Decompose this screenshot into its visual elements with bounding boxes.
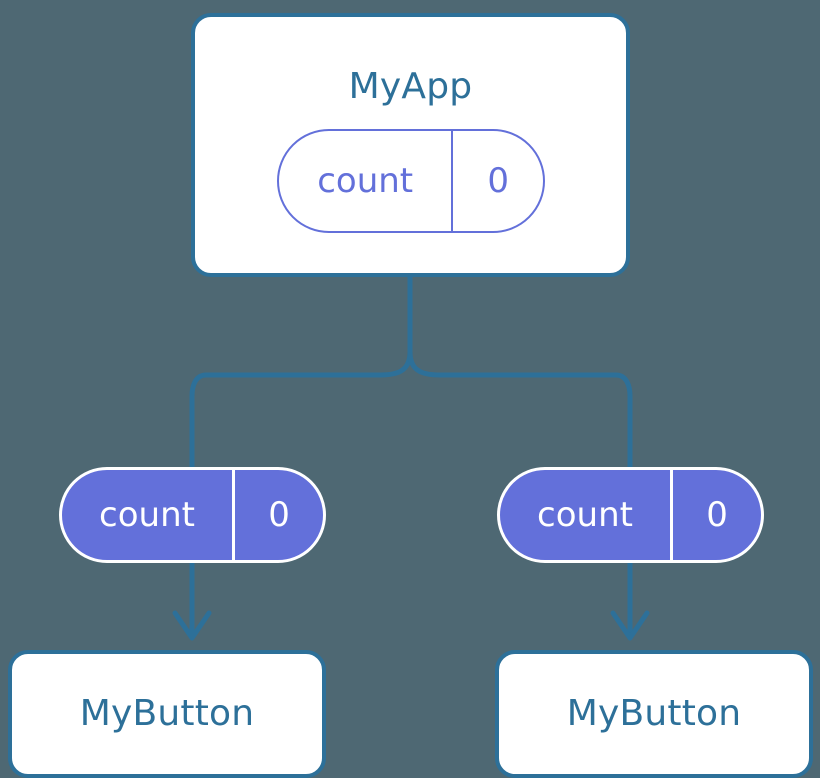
state-pill-key: count <box>62 470 236 560</box>
state-pill-key: count <box>500 470 674 560</box>
state-pill-value: 0 <box>268 495 290 535</box>
state-pill-child-left[interactable]: count 0 <box>59 467 326 563</box>
state-pill-myapp[interactable]: count 0 <box>277 129 545 233</box>
connector-arrow-left-head <box>172 610 212 641</box>
connector-branch-left <box>189 351 413 467</box>
component-box-mybutton-left[interactable]: MyButton <box>8 650 326 778</box>
component-title-myapp: MyApp <box>348 66 473 107</box>
component-title-mybutton: MyButton <box>566 693 742 734</box>
component-title-mybutton: MyButton <box>79 693 255 734</box>
connector-arrow-right-head <box>610 610 650 641</box>
state-pill-key: count <box>279 131 454 231</box>
state-pill-child-right[interactable]: count 0 <box>497 467 764 563</box>
state-pill-value: 0 <box>487 161 509 201</box>
state-pill-value: 0 <box>706 495 728 535</box>
connector-branch-right <box>407 351 633 467</box>
component-box-mybutton-right[interactable]: MyButton <box>495 650 813 778</box>
